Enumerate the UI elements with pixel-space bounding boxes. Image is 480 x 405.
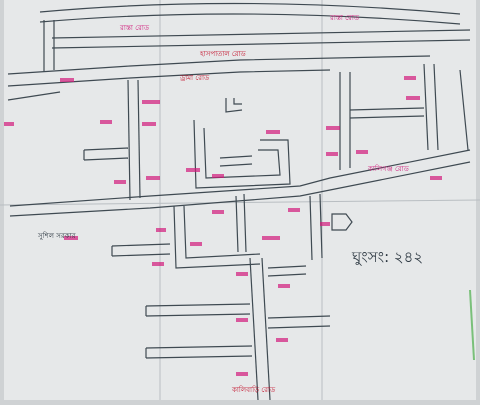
house-labels xyxy=(4,76,442,376)
lane xyxy=(267,325,331,329)
lane xyxy=(145,355,253,359)
upper-road-edge xyxy=(51,29,471,39)
top-road-edge xyxy=(39,2,461,15)
cross-road-label: কালিগঞ্জ রোড xyxy=(367,165,410,173)
center-road-edge xyxy=(127,79,131,201)
lane xyxy=(267,315,331,319)
lane xyxy=(111,243,171,247)
main-road-label: হাসপাতাল রোড xyxy=(199,50,247,58)
bottom-road-label: কালিবাড়ি রোড xyxy=(231,386,276,394)
paper-fold xyxy=(0,199,480,206)
corner-label: সুশিল সরকার xyxy=(37,232,76,240)
marker-stroke xyxy=(469,289,475,361)
lower-vertical xyxy=(309,195,313,261)
right-road-edge xyxy=(433,63,439,151)
lane xyxy=(267,265,307,269)
lower-vertical xyxy=(243,193,247,253)
sheet-number-label: ঘুংসং: ২৪২ xyxy=(351,248,423,266)
side-lane xyxy=(83,147,129,151)
upper-road-edge xyxy=(51,39,471,49)
lower-trunk xyxy=(249,257,259,401)
lane xyxy=(145,303,251,307)
lower-road-edge xyxy=(173,205,261,269)
short-lane xyxy=(233,98,242,105)
right-edge-road xyxy=(459,69,469,151)
side-lane xyxy=(83,157,129,161)
block-loop xyxy=(203,127,281,179)
lower-vertical xyxy=(235,195,239,253)
short-lane xyxy=(219,155,253,159)
house-mark xyxy=(331,213,353,231)
top-road-label: রাস্তা রোড xyxy=(329,14,360,22)
short-lane xyxy=(219,163,253,167)
main-road-edge xyxy=(7,55,431,75)
top-road-edge xyxy=(39,13,461,25)
lower-trunk xyxy=(261,257,271,401)
block-loop xyxy=(193,119,291,189)
center-road-edge xyxy=(137,79,141,199)
lane xyxy=(145,345,253,349)
short-lane xyxy=(225,98,243,113)
lane xyxy=(267,273,307,277)
lane xyxy=(111,253,171,257)
lane xyxy=(145,313,251,317)
top-road-label: রাস্তা রোড xyxy=(119,24,150,32)
cross-road-edge xyxy=(9,149,471,207)
cross-road-edge xyxy=(9,161,471,217)
right-lane xyxy=(349,115,425,119)
paper-sheet xyxy=(4,0,476,400)
main-road-edge xyxy=(7,91,61,101)
right-road-edge xyxy=(423,63,429,151)
lower-road-edge xyxy=(183,205,261,259)
right-lane xyxy=(349,107,425,111)
main-road-label: ড্রামা রোড xyxy=(179,74,210,82)
